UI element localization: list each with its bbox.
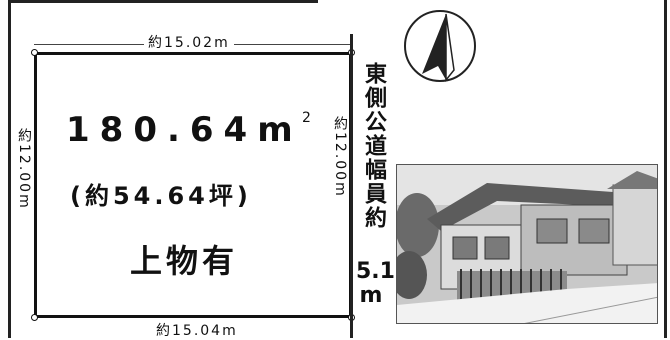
dim-left-label: 約12.00m — [16, 128, 32, 210]
lot-area-tsubo: (約54.64坪) — [70, 182, 252, 210]
lot-area-number: 180.64 — [66, 110, 258, 150]
road-label: 東側公道幅員約 — [361, 62, 386, 230]
road-width-unit: m — [359, 283, 383, 308]
north-arrow-icon — [404, 10, 476, 83]
dim-bottom-label: 約15.04m — [156, 323, 238, 339]
dim-top-label: 約15.02m — [144, 32, 234, 52]
road-width-value: 5.1 — [356, 259, 395, 284]
frame-right-line — [664, 0, 667, 338]
lot-corner-tl — [31, 49, 38, 56]
lot-area-value: 180.64m — [66, 110, 303, 150]
frame-top-line — [8, 0, 318, 3]
frame-left-line — [8, 0, 11, 338]
dim-right-label: 約12.00m — [332, 116, 348, 198]
lot-corner-bl — [31, 314, 38, 321]
building-note: 上物有 — [130, 242, 239, 280]
lot-area-unit: m — [257, 110, 303, 150]
road-boundary-line — [350, 34, 353, 338]
lot-area-unit-sup: 2 — [302, 110, 311, 126]
house-photo — [396, 164, 658, 324]
house-photo-image — [397, 165, 657, 323]
road-width: 5.1 m — [356, 259, 395, 308]
